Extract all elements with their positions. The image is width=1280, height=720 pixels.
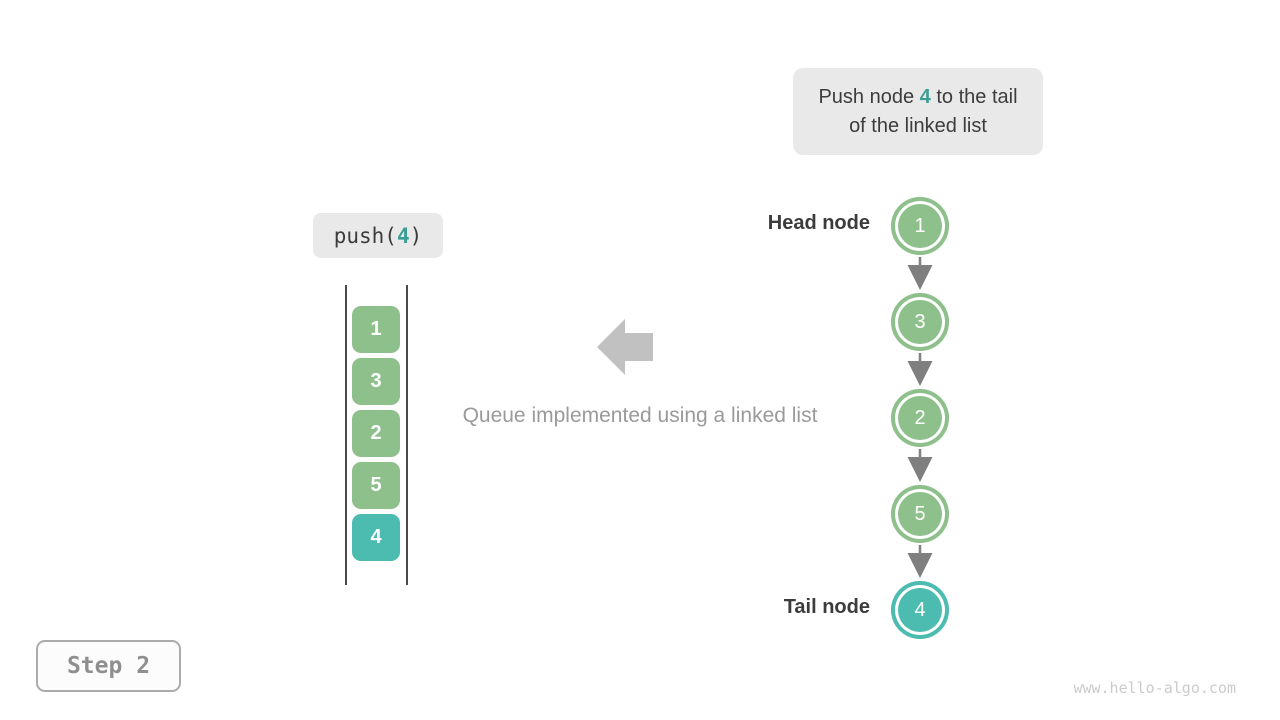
operation-suffix: ) xyxy=(409,223,423,248)
step-badge: Step 2 xyxy=(36,640,181,692)
queue-cell-pushed: 4 xyxy=(352,514,400,561)
watermark: www.hello-algo.com xyxy=(1073,679,1236,697)
diagram-caption: Queue implemented using a linked list xyxy=(462,404,818,427)
push-operation-label: push(4) xyxy=(313,213,443,258)
linked-list-node-pushed: 4 xyxy=(891,581,949,639)
linked-list-node: 1 xyxy=(891,197,949,255)
left-block-arrow-icon xyxy=(597,319,653,375)
linked-list-node: 5 xyxy=(891,485,949,543)
instruction-prefix: Push node xyxy=(818,85,920,108)
head-node-label: Head node xyxy=(767,212,870,234)
queue-cell: 1 xyxy=(352,306,400,353)
queue-cell: 5 xyxy=(352,462,400,509)
instruction-suffix: to the tail of the linked list xyxy=(849,85,1018,137)
instruction-highlight-value: 4 xyxy=(919,85,931,108)
operation-arg: 4 xyxy=(396,223,410,248)
operation-prefix: push( xyxy=(333,223,397,248)
instruction-text: Push node 4 to the tail of the linked li… xyxy=(809,83,1027,141)
queue-container-left-wall xyxy=(345,285,347,585)
queue-cell: 3 xyxy=(352,358,400,405)
linked-list-node: 2 xyxy=(891,389,949,447)
instruction-tooltip: Push node 4 to the tail of the linked li… xyxy=(793,68,1043,155)
tail-node-label: Tail node xyxy=(783,596,870,618)
queue-container-right-wall xyxy=(406,285,408,585)
linked-list-node: 3 xyxy=(891,293,949,351)
queue-cell: 2 xyxy=(352,410,400,457)
